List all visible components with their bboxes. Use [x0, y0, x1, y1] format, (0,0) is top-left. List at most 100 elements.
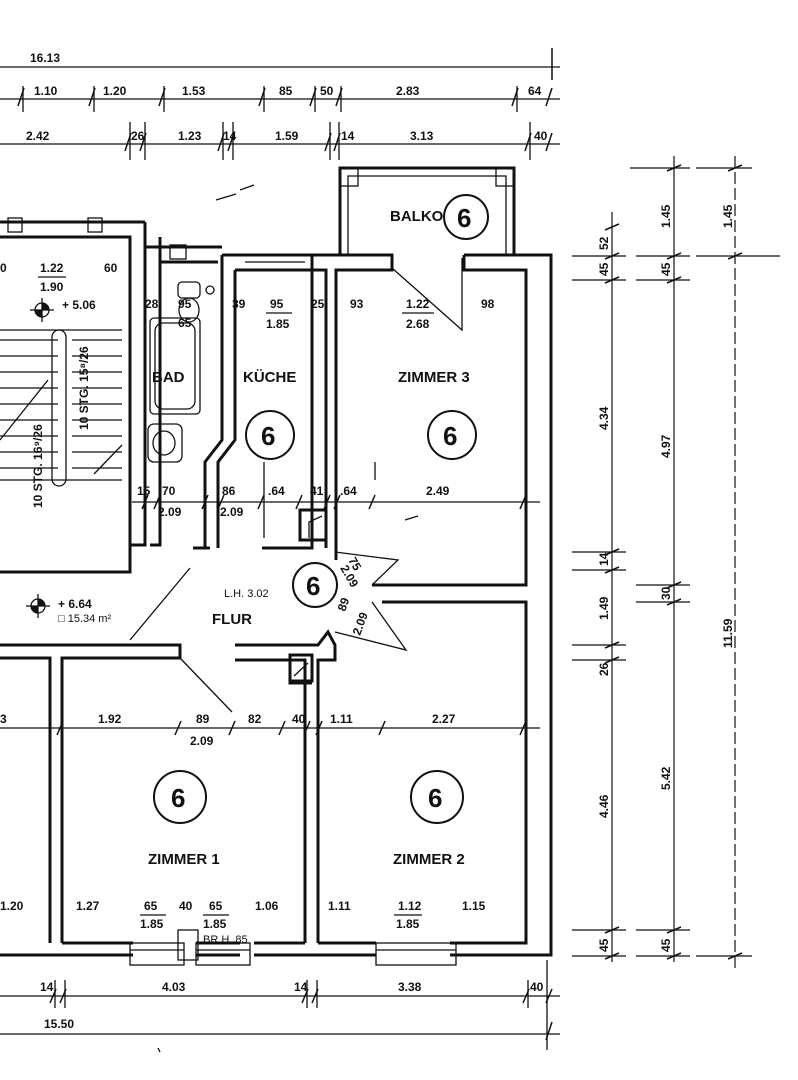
bathroom-fixtures — [147, 281, 215, 463]
dim-top-r3-8: 40 — [534, 129, 548, 143]
bathtub-icon — [149, 317, 201, 415]
dim-top-7: 64 — [528, 84, 542, 98]
dim-interior-dims-mid-row-1: 70 — [162, 484, 176, 498]
dim-right-dims-col3-0: 1.45 — [721, 204, 735, 228]
dim-interior-dims-door-flur-right2-0: 89 — [335, 595, 353, 613]
room-label-flur: FLUR — [212, 611, 252, 628]
dim-right-dims-col1-0: 52 — [597, 236, 611, 250]
dim-unit-number: 6 — [443, 421, 457, 451]
dim-top-1: 1.10 — [34, 84, 58, 98]
dim-bottom-dims-row1-0: 14 — [40, 980, 54, 994]
dim-interior-dims-flur-bottom-row-7: 2.27 — [432, 712, 456, 726]
dim-interior-dims-z3-top-2: 2.68 — [406, 317, 430, 331]
dim-interior-dims-z1-bottom-5: 1.85 — [203, 917, 227, 931]
unit-marker-kueche: 6 — [245, 410, 295, 460]
dim-interior-dims-z2-bottom-1: 1.12 — [398, 899, 422, 913]
dim-interior-dims-z3-top-3: 98 — [481, 297, 495, 311]
dim-top-r3-5: 1.59 — [275, 129, 299, 143]
dim-right-dims-col2-3: 30 — [659, 586, 673, 600]
dim-right-dims-col3-1: 11.59 — [721, 618, 735, 648]
level-lower-area: □ 15.34 m² — [58, 613, 111, 625]
dim-interior-dims-stair-top-3: 0 — [0, 261, 7, 275]
dim-right-dims-col2-5: 45 — [659, 938, 673, 952]
dim-interior-dims-mid-row-8: 2.49 — [426, 484, 450, 498]
room-label-bad: BAD — [152, 369, 185, 386]
stair-label-right: 10 STG. 15⁸/26 — [77, 346, 91, 430]
level-upper-text: + 5.06 — [62, 298, 96, 312]
dim-interior-dims-flur-bottom-row-1: 1.92 — [98, 712, 122, 726]
dim-interior-dims-flur-bottom-row-3: 2.09 — [190, 734, 214, 748]
dim-right-dims-col2-0: 1.45 — [659, 204, 673, 228]
dim-top-r3-3: 1.23 — [178, 129, 202, 143]
dim-interior-dims-flur-bottom-row-4: 82 — [248, 712, 262, 726]
dim-right-dims-col1-6: 4.46 — [597, 794, 611, 818]
dim-interior-dims-mid-row-4: 2.09 — [220, 505, 244, 519]
dim-interior-dims-mid-row-5: .64 — [268, 484, 285, 498]
dim-interior-dims-kueche-top-2: 1.85 — [266, 317, 290, 331]
dim-unit-number: 6 — [306, 571, 320, 601]
dim-interior-dims-mid-row-3: 86 — [222, 484, 236, 498]
stray-marks — [157, 184, 255, 1053]
room-label-zimmer-2: ZIMMER 2 — [393, 851, 465, 868]
level-marker-lower: + 6.64 □ 15.34 m² — [26, 594, 111, 625]
interior-dimension-lines — [0, 462, 540, 736]
room-label-zimmer-3: ZIMMER 3 — [398, 369, 470, 386]
dim-top-r3-6: 14 — [341, 129, 355, 143]
unit-marker-zimmer-3: 6 — [427, 410, 477, 460]
dim-top-r3-7: 3.13 — [410, 129, 434, 143]
unit-marker-zimmer-1: 6 — [153, 770, 207, 824]
dim-right-dims-col1-2: 4.34 — [597, 406, 611, 430]
level-markers: + 5.06 + 6.64 □ 15.34 m² — [26, 298, 111, 625]
dim-interior-dims-flur-bottom-row-2: 89 — [196, 712, 210, 726]
dim-interior-dims-mid-row-6: 41 — [310, 484, 324, 498]
dim-right-dims-col1-3: 14 — [597, 552, 611, 566]
dim-bottom-dims-row1-3: 3.38 — [398, 980, 422, 994]
dim-bottom-dims-row1-2: 14 — [294, 980, 308, 994]
dim-interior-dims-z1-bottom-4: 65 — [209, 899, 223, 913]
dim-bottom-dims-row1-4: 40 — [530, 980, 544, 994]
dim-interior-dims-kueche-top-0: 39 — [232, 297, 246, 311]
dim-interior-dims-flur-bottom-row-6: 1.11 — [330, 712, 353, 726]
dim-interior-dims-z2-bottom-3: 1.15 — [462, 899, 486, 913]
dim-unit-number: 6 — [261, 421, 275, 451]
dim-interior-dims-flur-bottom-row-5: 40 — [292, 712, 306, 726]
dim-right-dims-col2-2: 4.97 — [659, 434, 673, 458]
washbasin-icon — [147, 423, 183, 463]
unit-markers: 6 6 6 6 6 6 — [153, 194, 489, 824]
stairs: 10 STG. 16⁹/26 10 STG. 15⁸/26 — [0, 329, 123, 508]
dim-right-dims-col2-4: 5.42 — [659, 766, 673, 790]
room-label-kueche: KÜCHE — [243, 369, 296, 386]
dim-interior-dims-z1-bottom-0: 1.27 — [76, 899, 100, 913]
dim-interior-dims-kueche-top-3: 25 — [311, 297, 325, 311]
dim-interior-dims-mid-row-0: 15 — [137, 484, 151, 498]
flur-height: L.H. 3.02 — [224, 588, 269, 600]
right-dimension-chains: 52 45 4.34 14 1.49 26 4.46 45 1.45 45 4.… — [572, 156, 780, 972]
dim-interior-dims-z2-bottom-2: 1.85 — [396, 917, 420, 931]
dim-interior-dims-flur-bottom-row-0: 3 — [0, 712, 7, 726]
level-marker-upper: + 5.06 — [30, 298, 96, 322]
dim-interior-dims-mid-row-2: 2.09 — [158, 505, 182, 519]
dim-total-top: 16.13 — [30, 51, 60, 65]
dim-interior-dims-stair-top-1: 1.90 — [40, 280, 64, 294]
dim-right-dims-col1-7: 45 — [597, 938, 611, 952]
dim-right-dims-col1-5: 26 — [597, 662, 611, 676]
interior-dimension-texts: 0 1.22 1.90 60 28 95 65 39 95 1.85 25 93… — [0, 261, 495, 946]
dim-unit-number: 6 — [457, 203, 471, 233]
dim-top-4: 85 — [279, 84, 293, 98]
dim-interior-dims-door-flur-right2-1: 2.09 — [350, 610, 371, 637]
dim-interior-dims-z3-top-1: 1.22 — [406, 297, 430, 311]
top-dimension-chains: 16.13 1.10 1.20 1.53 85 50 2.83 64 — [0, 48, 560, 160]
dim-top-r3-1: 2.42 — [26, 129, 50, 143]
dim-bottom-dims-row1-1: 4.03 — [162, 980, 186, 994]
dim-interior-dims-stair-top-0: 1.22 — [40, 261, 64, 275]
dim-interior-dims-z1-bottom-6: 1.06 — [255, 899, 279, 913]
dim-top-3: 1.53 — [182, 84, 206, 98]
dim-interior-dims-mid-row-7: .64 — [340, 484, 357, 498]
dim-top-r3-4: 14 — [223, 129, 237, 143]
dim-unit-number: 6 — [428, 783, 442, 813]
room-label-balkon: BALKON — [390, 208, 454, 225]
dim-interior-dims-z3-top-0: 93 — [350, 297, 364, 311]
unit-marker-balkon: 6 — [443, 194, 489, 240]
dim-right-dims-col1-1: 45 — [597, 262, 611, 276]
